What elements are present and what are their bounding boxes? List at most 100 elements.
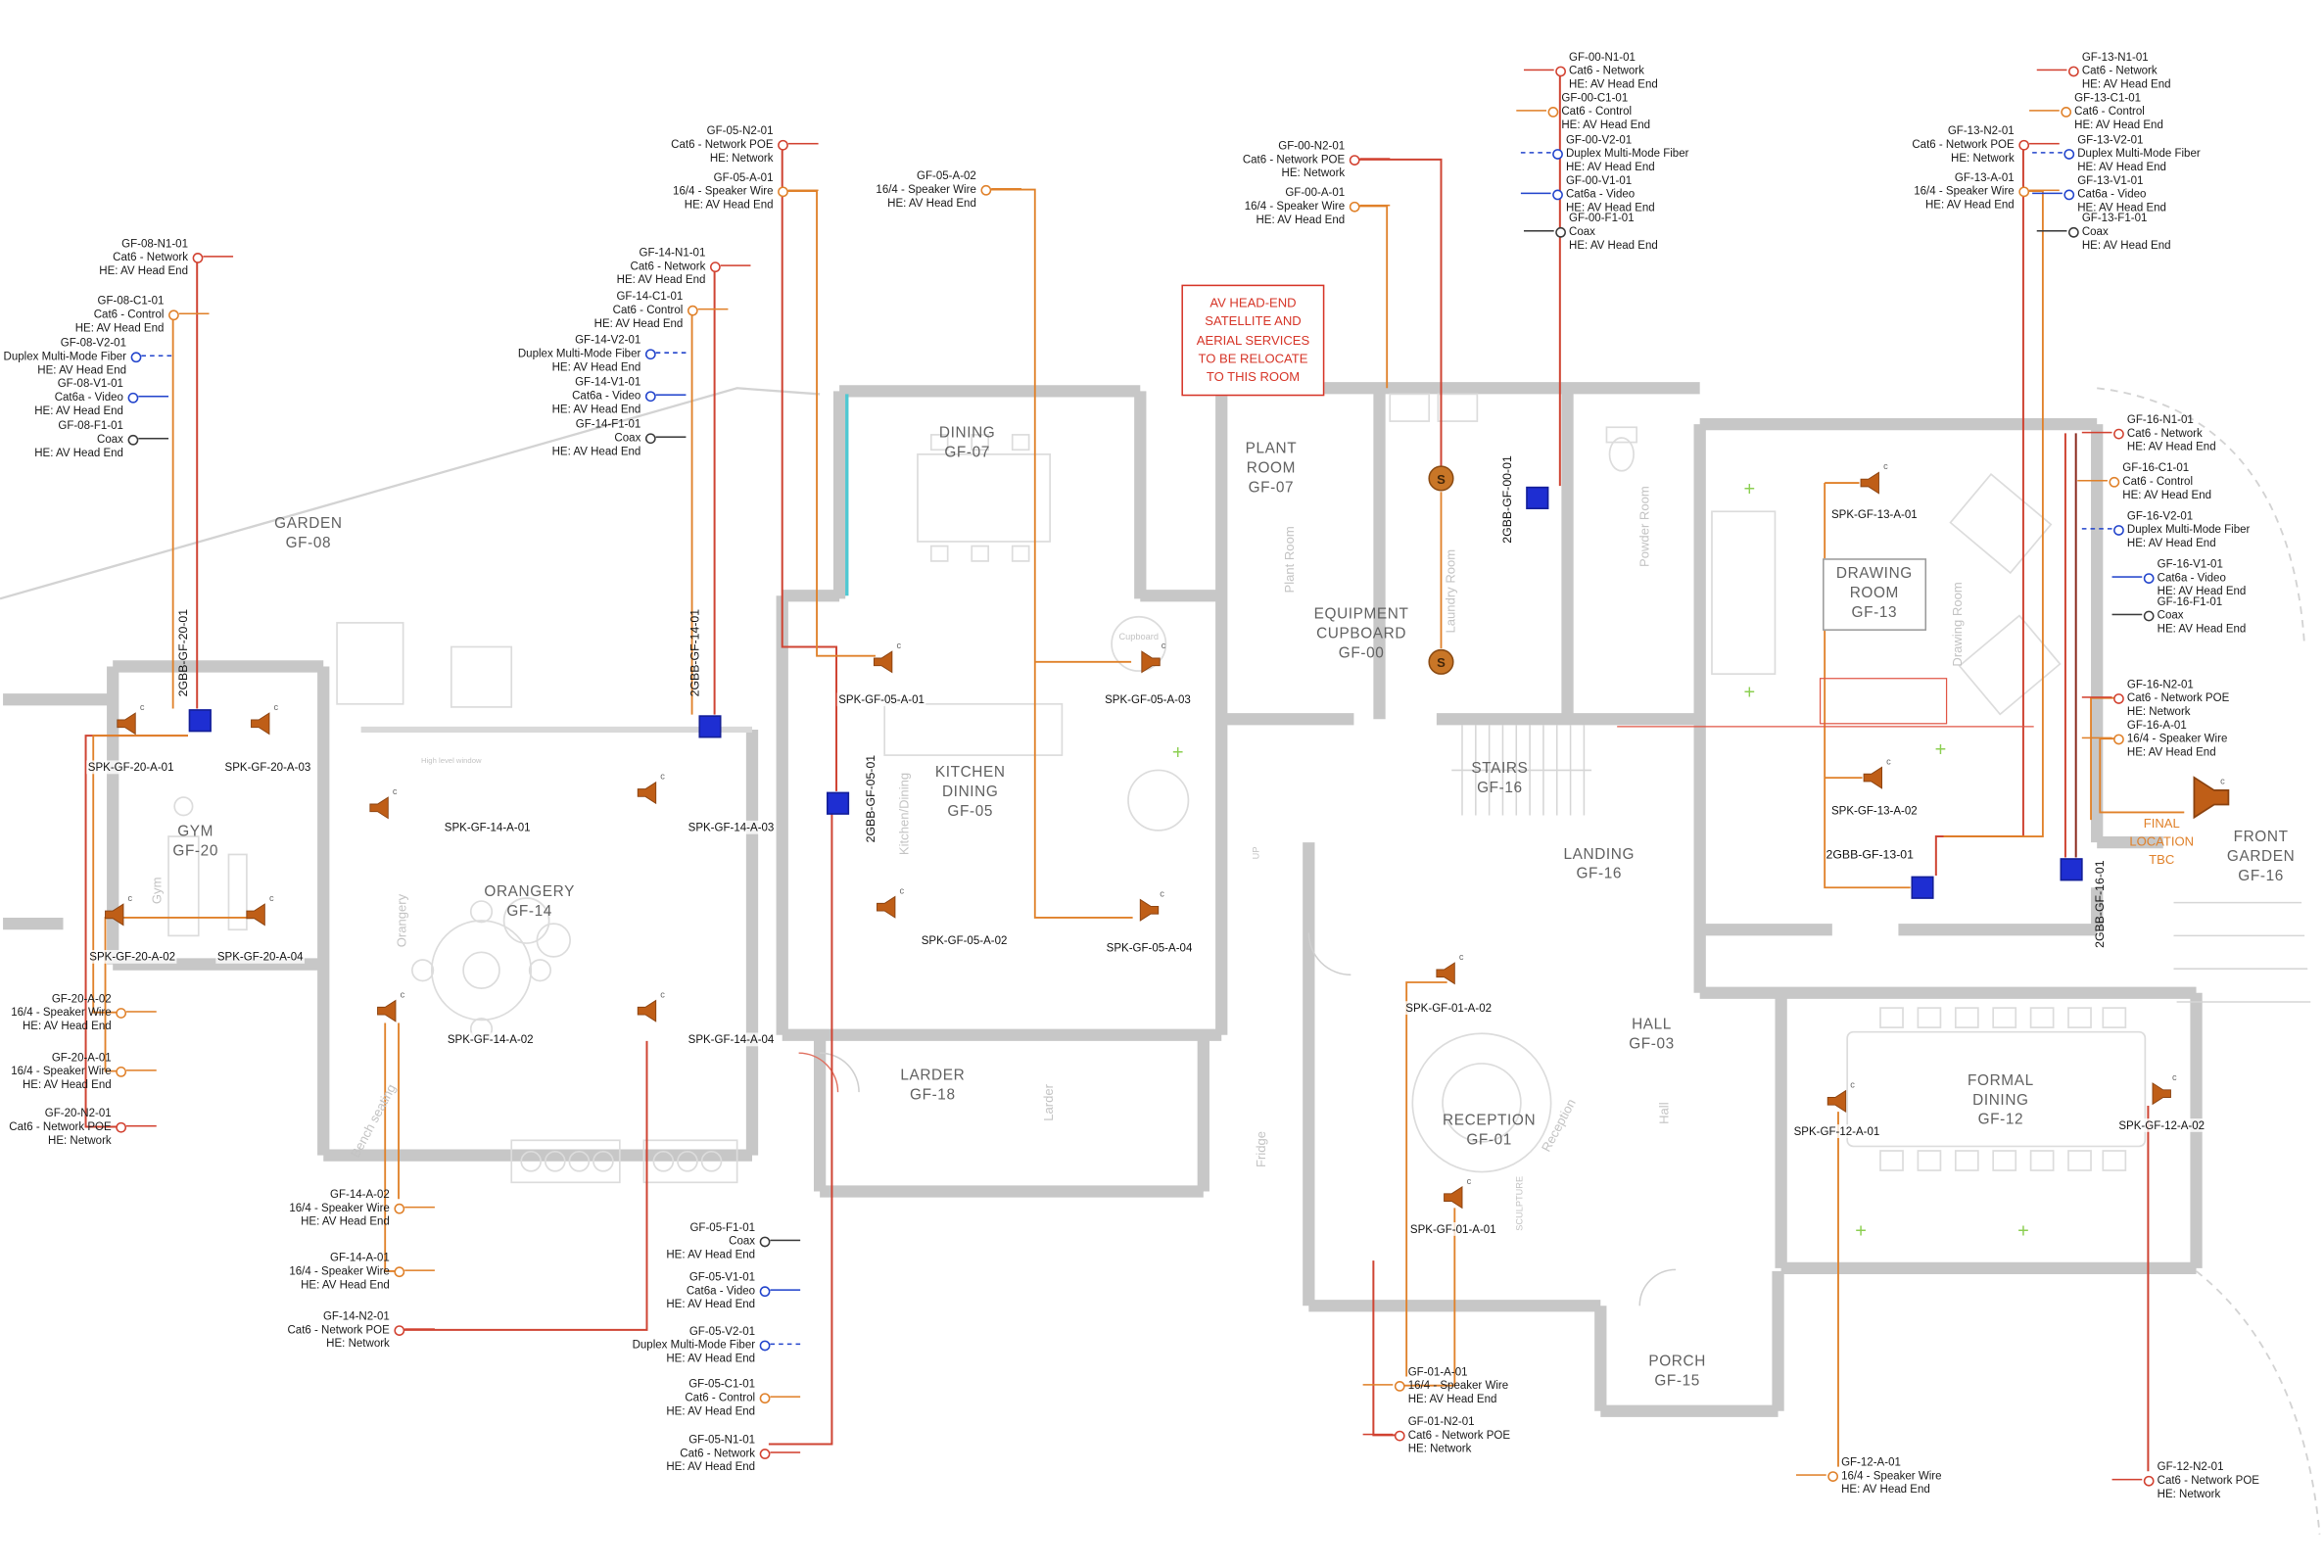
speaker-c-mark: c <box>1850 1081 1855 1091</box>
callout-destination: HE: AV Head End <box>684 198 774 212</box>
network-box-2GBB-GF-20-01 <box>188 709 212 733</box>
speaker-label-SPK-GF-12-A-02: SPK-GF-12-A-02 <box>2116 1118 2206 1132</box>
room-label-line: GF-18 <box>910 1087 956 1105</box>
callout-destination: HE: AV Head End <box>666 1352 756 1366</box>
callout-destination: HE: AV Head End <box>666 1297 756 1311</box>
leader-line <box>770 1240 801 1242</box>
leader-line <box>655 437 687 439</box>
room-label-line: DINING <box>938 425 996 443</box>
callout-cable-type: Cat6 - Network <box>2126 426 2203 441</box>
speaker-label-SPK-GF-20-A-04: SPK-GF-20-A-04 <box>215 949 306 964</box>
callout-destination: HE: AV Head End <box>1565 160 1655 174</box>
network-box-label-2GBB-GF-14-01: 2GBB-GF-14-01 <box>688 608 702 697</box>
callout-cable-type: 16/4 - Speaker Wire <box>11 1005 112 1020</box>
callout-id: GF-16-A-01 <box>2126 718 2187 732</box>
callout-id: GF-13-V2-01 <box>2077 132 2144 147</box>
connector-dot-icon <box>758 1448 770 1459</box>
callout-cable-type: Cat6 - Network POE <box>2126 690 2230 705</box>
speaker-horn-icon <box>246 903 265 927</box>
relocation-note-line: TO THIS ROOM <box>1206 369 1301 385</box>
speaker-label-SPK-GF-20-A-02: SPK-GF-20-A-02 <box>87 949 177 964</box>
room-label-line: EQUIPMENT <box>1313 606 1409 624</box>
callout-cable-type: Cat6a - Video <box>1565 187 1636 201</box>
relocation-note-line: SATELLITE AND <box>1205 313 1302 329</box>
connector-dot-icon <box>1394 1380 1404 1392</box>
speaker-c-mark: c <box>139 703 145 714</box>
callout-cable-type: Cat6 - Network <box>630 259 706 273</box>
callout-id: GF-05-N1-01 <box>688 1432 756 1447</box>
leader-line <box>1523 70 1554 71</box>
callout-cable-type: Cat6 - Network POE <box>287 1322 390 1337</box>
connector-dot-icon <box>2017 185 2029 197</box>
leader-line <box>655 395 687 397</box>
connector-dot-icon <box>2143 609 2154 621</box>
callout-destination: HE: AV Head End <box>34 404 123 418</box>
area-label-up: UP <box>1253 846 1262 860</box>
callout-id: GF-12-N2-01 <box>2157 1459 2224 1474</box>
room-label-line: GF-05 <box>947 804 994 822</box>
callout-id: GF-14-V2-01 <box>575 332 641 347</box>
callout-id: GF-16-V1-01 <box>2157 556 2223 571</box>
callout-destination: HE: Network <box>48 1133 112 1148</box>
callout-id: GF-16-F1-01 <box>2157 594 2223 608</box>
callout-cable-type: Cat6 - Control <box>612 303 684 317</box>
callout-cable-type: 16/4 - Speaker Wire <box>11 1064 112 1078</box>
callout-cable-type: Cat6 - Network POE <box>1912 137 2015 152</box>
callout-destination: HE: AV Head End <box>1256 213 1346 227</box>
speaker-label-SPK-GF-13-A-01: SPK-GF-13-A-01 <box>1829 507 1920 522</box>
callout-cable-type: Duplex Multi-Mode Fiber <box>2077 146 2201 161</box>
leader-line <box>2081 737 2112 739</box>
speaker-horn-icon <box>877 895 896 919</box>
callout-cable-type: Cat6 - Network POE <box>2157 1473 2259 1488</box>
callout-cable-type: Duplex Multi-Mode Fiber <box>517 346 641 360</box>
area-label-powder-room: Powder Room <box>1636 486 1652 567</box>
room-label-line: GARDEN <box>274 515 343 533</box>
callout-id: GF-01-N2-01 <box>1407 1414 1475 1429</box>
callout-id: GF-14-A-02 <box>329 1187 390 1202</box>
ceiling-point-icon-2: + <box>1743 477 1756 500</box>
callout-cable-type: 16/4 - Speaker Wire <box>673 184 774 198</box>
speaker-label-SPK-GF-20-A-01: SPK-GF-20-A-01 <box>86 760 176 775</box>
callout-destination: HE: AV Head End <box>551 359 641 374</box>
callout-cable-type: Cat6 - Control <box>685 1390 756 1404</box>
room-label-line: GF-03 <box>1629 1036 1675 1054</box>
callout-destination: HE: AV Head End <box>2081 238 2171 253</box>
speaker-horn-icon <box>1141 650 1161 674</box>
network-box-2GBB-GF-05-01 <box>827 791 850 815</box>
room-label-line: FRONT <box>2233 829 2289 846</box>
callout-id: GF-14-C1-01 <box>616 289 684 304</box>
connector-dot-icon <box>115 1007 126 1019</box>
room-label-line: GF-12 <box>1977 1113 2024 1129</box>
callout-cable-type: Duplex Multi-Mode Fiber <box>632 1338 756 1352</box>
room-label-line: ORANGERY <box>484 883 575 901</box>
callout-id: GF-20-A-02 <box>51 991 112 1006</box>
callout-destination: HE: Network <box>2126 704 2191 719</box>
connector-dot-icon <box>758 1339 770 1351</box>
door-swings <box>820 932 1677 1307</box>
speaker-c-mark: c <box>392 787 398 798</box>
furniture-outlines <box>167 393 2147 1184</box>
speaker-label-SPK-GF-20-A-03: SPK-GF-20-A-03 <box>223 760 312 775</box>
network-box-2GBB-GF-14-01 <box>698 715 722 738</box>
room-label-line: LANDING <box>1563 846 1636 864</box>
area-label-kitchen-dining: Kitchen/Dining <box>896 772 912 856</box>
speaker-c-mark: c <box>896 641 902 652</box>
speaker-horn-icon <box>1863 766 1882 789</box>
